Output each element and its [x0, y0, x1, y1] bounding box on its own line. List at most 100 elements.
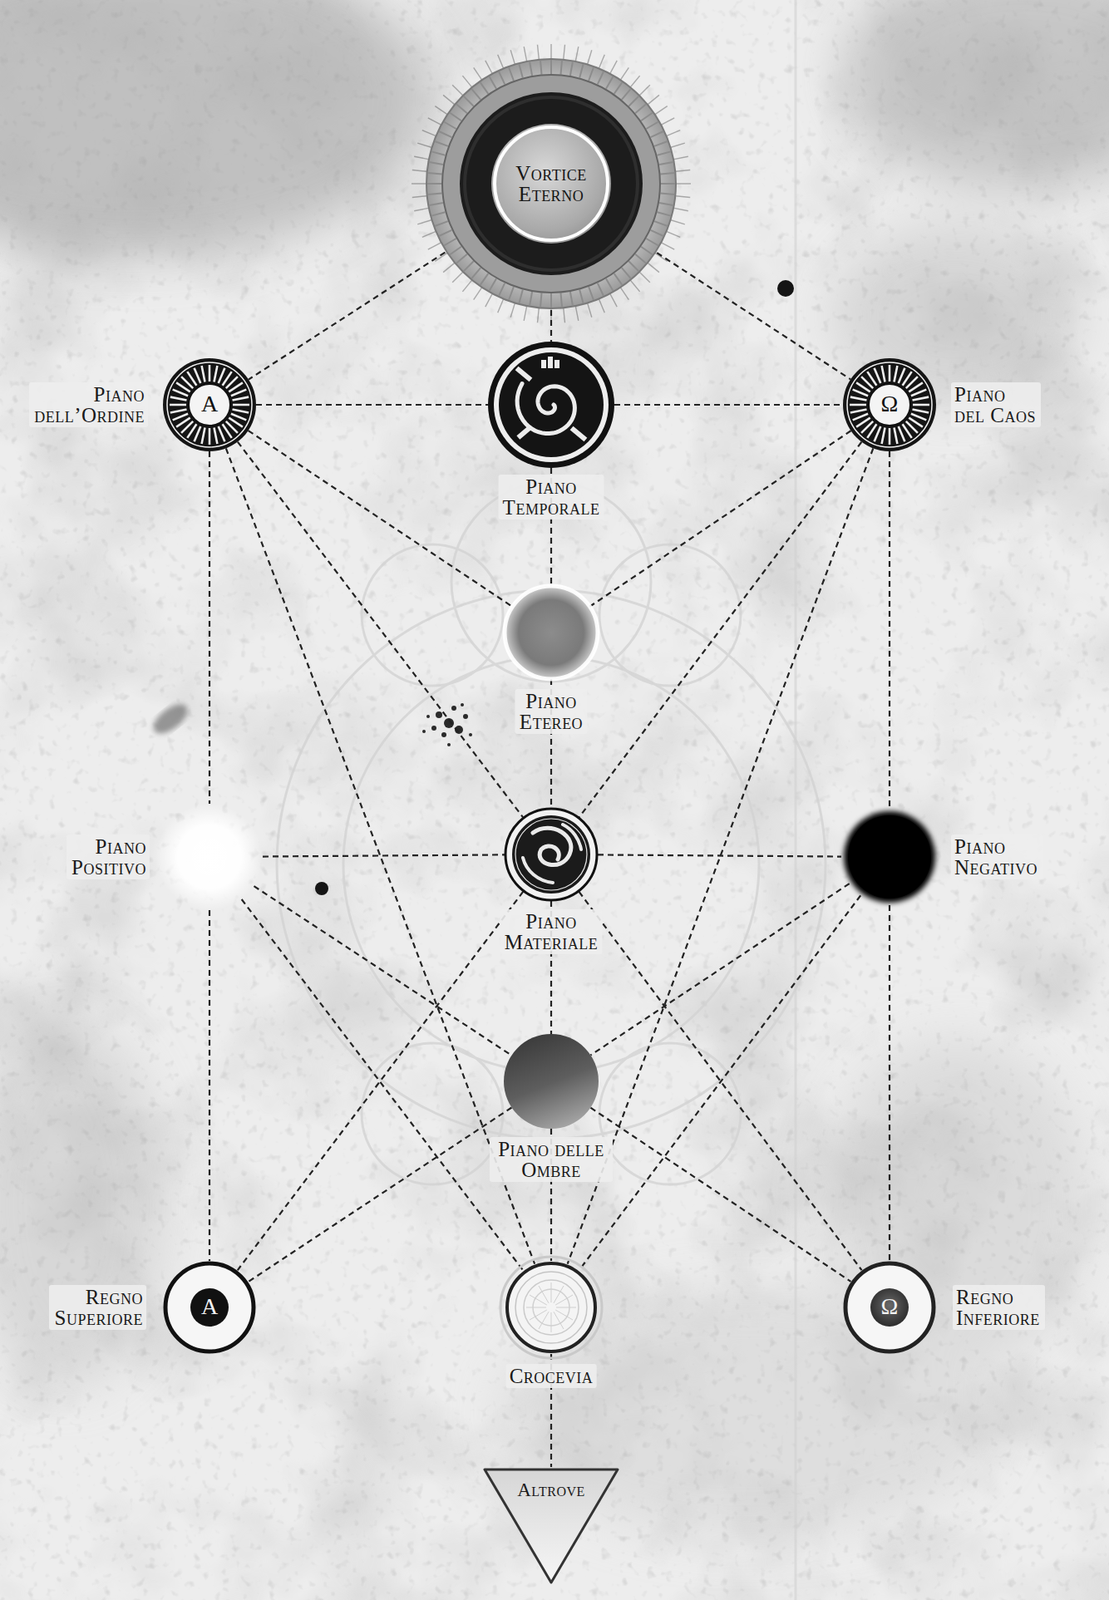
plane-emblem: [487, 341, 615, 469]
decor-shape: [621, 88, 631, 100]
decor-shape: [563, 305, 566, 323]
decor-shape: [463, 261, 474, 272]
decor-shape: [489, 76, 498, 89]
decor-shape: [673, 196, 691, 198]
decor-shape: [657, 211, 671, 216]
decor-shape: [412, 170, 429, 173]
plane-node: Piano Temporale: [487, 341, 615, 469]
realm-node: ΑRegno Superiore: [162, 1261, 257, 1355]
decor-shape: [538, 1286, 549, 1304]
decor-shape: [526, 1307, 547, 1309]
portal-triangle: Altrove: [482, 1467, 621, 1586]
decor-shape: [451, 705, 457, 711]
dashed-connector: [888, 905, 891, 1262]
decor-shape: [529, 1295, 548, 1306]
realm-node: Crocevia: [504, 1261, 598, 1355]
decor-shape: [214, 428, 218, 445]
decor-shape: [428, 202, 444, 206]
dashed-connector: [248, 1107, 513, 1282]
decor-shape: [588, 286, 594, 301]
decor-shape: [638, 271, 651, 283]
decor-shape: [579, 64, 583, 78]
dashed-connector: [237, 892, 524, 1272]
decor-shape: [162, 358, 257, 452]
decor-shape: [447, 743, 451, 747]
decor-shape: [214, 365, 218, 383]
decor-shape: [628, 96, 639, 107]
plane-emblem: [504, 586, 598, 680]
decor-shape: [874, 368, 882, 384]
decor-shape: [434, 141, 449, 147]
decor-shape: [588, 67, 594, 81]
decor-shape: [485, 60, 493, 76]
dashed-connector: [590, 883, 849, 1055]
decor-shape: [621, 267, 631, 279]
decor-shape: [452, 84, 464, 97]
plane-node: Piano Positivo: [156, 803, 263, 911]
ink-dot: [777, 280, 794, 297]
decor-shape: [208, 364, 212, 382]
decor-shape: [507, 1263, 596, 1352]
decor-shape: [194, 426, 202, 442]
decor-shape: [503, 1034, 599, 1129]
decor-shape: [456, 103, 468, 114]
fold-line: [794, 0, 798, 1600]
dashed-connector: [888, 451, 891, 809]
decor-shape: [493, 347, 609, 463]
decor-shape: [529, 61, 533, 76]
decor-shape: [412, 196, 429, 198]
decor-shape: [504, 586, 598, 680]
decor-shape: [609, 292, 617, 308]
plane-label: Regno Inferiore: [952, 1285, 1045, 1331]
plane-emblem: [504, 1261, 598, 1355]
decor-shape: [498, 71, 505, 84]
decor-shape: [491, 123, 612, 244]
dashed-connector: [241, 899, 523, 1271]
decor-shape: [575, 304, 579, 321]
decor-shape: [537, 44, 540, 62]
decor-shape: [619, 67, 629, 82]
decor-shape: [343, 656, 760, 1073]
decor-shape: [232, 397, 250, 401]
decor-shape: [471, 267, 481, 279]
decor-shape: [498, 352, 604, 458]
decor-shape: [231, 414, 247, 421]
decor-shape: [489, 278, 498, 291]
plane-emblem: [504, 808, 598, 902]
decor-shape: [428, 241, 444, 250]
decor-shape: [635, 103, 646, 114]
dashed-connector: [567, 448, 874, 1264]
decor-shape: [176, 418, 191, 428]
decor-shape: [556, 1307, 577, 1309]
vortex-label: Vortice Eterno: [514, 162, 588, 205]
plane-label: Piano Positivo: [66, 834, 150, 880]
decor-shape: [156, 803, 263, 911]
decor-shape: [599, 1043, 741, 1185]
decor-shape: [635, 254, 646, 264]
decor-shape: [165, 1263, 254, 1352]
decor-shape: [431, 151, 445, 155]
decor-shape: [870, 1288, 909, 1327]
decor-shape: [518, 64, 523, 78]
plane-emblem: [503, 1034, 599, 1129]
decor-shape: [494, 127, 608, 241]
decor-shape: [657, 151, 671, 155]
decor-shape: [508, 286, 514, 301]
decor-shape: [671, 156, 689, 160]
decor-shape: [660, 172, 676, 175]
decor-shape: [654, 221, 668, 227]
decor-shape: [194, 368, 202, 384]
dashed-connector: [590, 1108, 851, 1282]
decor-shape: [638, 84, 651, 97]
decor-shape: [629, 278, 641, 292]
decor-shape: [852, 414, 868, 421]
decor-shape: [660, 241, 676, 250]
decor-shape: [570, 426, 588, 443]
plane-symbol: Ω: [881, 392, 899, 416]
decor-shape: [431, 725, 437, 731]
dashed-connector: [597, 854, 842, 857]
decor-shape: [170, 409, 188, 414]
decor-shape: [563, 44, 566, 62]
decor-shape: [426, 59, 676, 309]
